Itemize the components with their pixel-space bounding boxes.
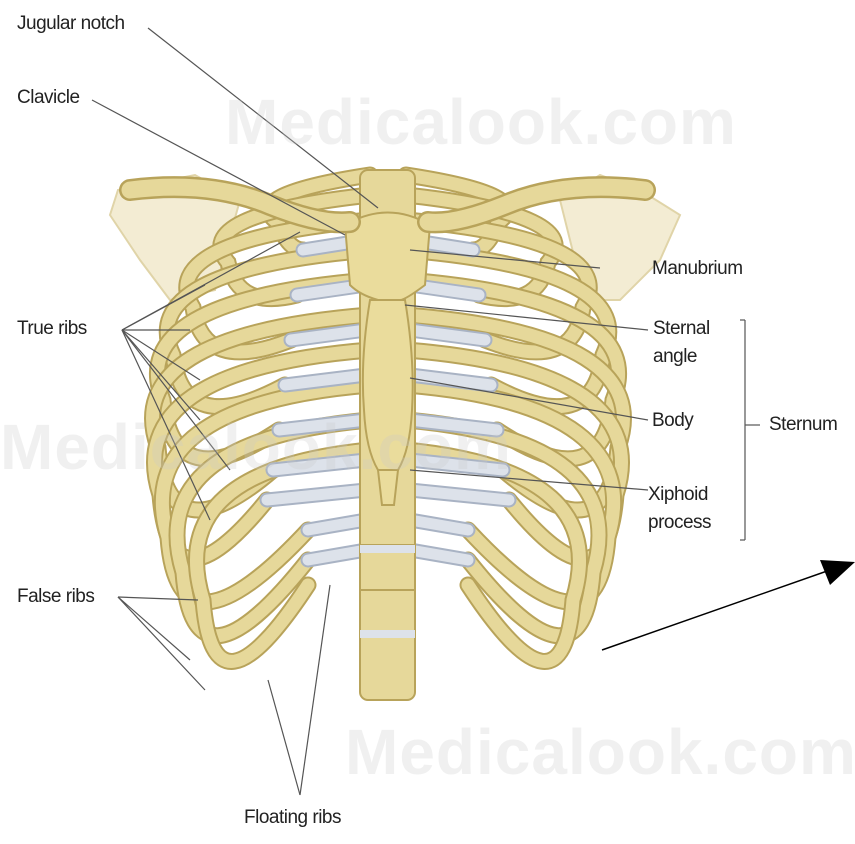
label-jugular-notch: Jugular notch <box>17 13 125 35</box>
label-body: Body <box>652 410 693 432</box>
label-sternal-angle-2: angle <box>653 346 697 368</box>
label-true-ribs: True ribs <box>17 318 87 340</box>
watermark-top: Medicalook.com <box>225 85 737 159</box>
label-clavicle: Clavicle <box>17 87 80 109</box>
pointer-arrow <box>602 560 855 650</box>
watermark-mid: Medicalook.com <box>0 410 512 484</box>
watermark-bottom: Medicalook.com <box>345 715 855 789</box>
label-false-ribs: False ribs <box>17 586 94 608</box>
label-sternum: Sternum <box>769 414 837 436</box>
label-sternal-angle-1: Sternal <box>653 318 710 340</box>
label-xiphoid-2: process <box>648 512 711 534</box>
label-manubrium: Manubrium <box>652 258 743 280</box>
label-xiphoid-1: Xiphoid <box>648 484 708 506</box>
label-floating-ribs: Floating ribs <box>244 807 341 829</box>
